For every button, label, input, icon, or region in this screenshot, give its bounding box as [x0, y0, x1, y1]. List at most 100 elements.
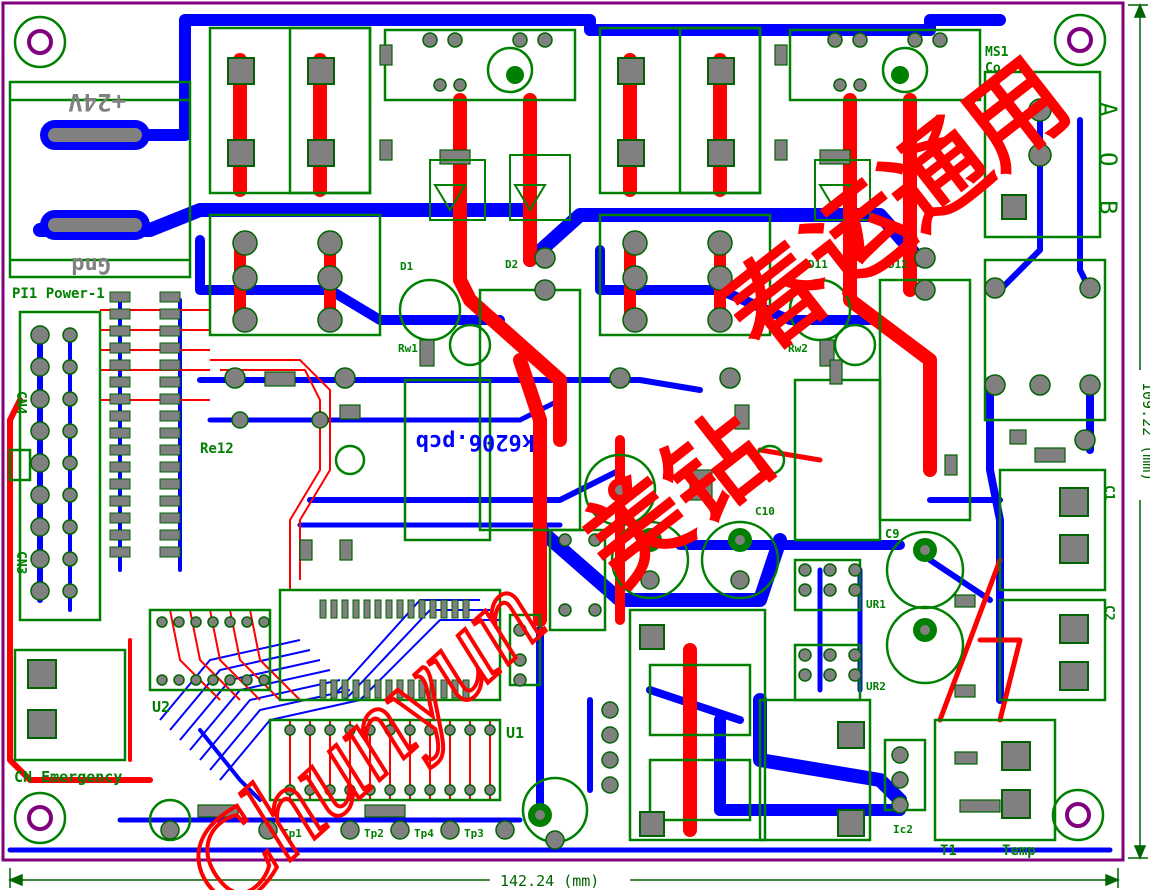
- label-module-a: A: [1094, 102, 1122, 117]
- label-ms1: MS1: [985, 45, 1009, 60]
- ic-pin-pad: [385, 679, 393, 699]
- ic-pin-pad: [224, 674, 236, 686]
- ic-pin-pad: [384, 724, 396, 736]
- ic-pin-pad: [407, 679, 415, 699]
- ic-pin-pad: [374, 599, 382, 619]
- header-pin-pad: [109, 325, 131, 337]
- label-d1: D1: [400, 260, 414, 273]
- connector-pin-pad: [62, 423, 78, 439]
- header-pin-pad: [109, 461, 131, 473]
- header-pin-pad: [159, 291, 181, 303]
- connector-pin-pad: [62, 519, 78, 535]
- ic-pin-pad: [190, 674, 202, 686]
- ic-pin-pad: [304, 724, 316, 736]
- ic-pin-pad: [418, 599, 426, 619]
- ic-pin-pad: [173, 616, 185, 628]
- label-c10: C10: [755, 505, 775, 518]
- header-pin-pad: [109, 427, 131, 439]
- label-rw2: Rw2: [788, 342, 808, 355]
- ic-pin-pad: [319, 599, 327, 619]
- header-pin-pad: [109, 359, 131, 371]
- label-c9: C9: [885, 527, 899, 541]
- relay-pads: [27, 57, 1089, 837]
- ic-pin-pad: [440, 599, 448, 619]
- connector-pin-pad: [62, 583, 78, 599]
- ic-pin-pad: [444, 724, 456, 736]
- ic-pin-pad: [363, 679, 371, 699]
- ic-pin-pad: [344, 724, 356, 736]
- header-pin-pad: [159, 478, 181, 490]
- header-pin-pad: [159, 359, 181, 371]
- ic-pin-pad: [440, 679, 448, 699]
- label-ur1: UR1: [866, 598, 886, 611]
- ic-pin-pad: [284, 784, 296, 796]
- header-pin-pad: [109, 376, 131, 388]
- header-pin-pad: [109, 512, 131, 524]
- header-pin-pad: [159, 546, 181, 558]
- ic-pin-pad: [352, 599, 360, 619]
- ic-pin-pad: [319, 679, 327, 699]
- ic-pin-pad: [364, 784, 376, 796]
- smd-components: [197, 44, 1066, 818]
- label-cn4: CN4: [13, 391, 28, 415]
- ic-pin-pad: [341, 599, 349, 619]
- ic-pin-pad: [241, 674, 253, 686]
- label-module-b: B: [1094, 200, 1122, 214]
- ic-pin-pad: [424, 784, 436, 796]
- silkscreen-layer: [8, 26, 1107, 844]
- label-power-gnd: Gnd: [71, 252, 111, 277]
- header-pin-pad: [159, 308, 181, 320]
- header-pin-pad: [109, 546, 131, 558]
- ic-pin-pad: [407, 599, 415, 619]
- ic-pin-pad: [207, 674, 219, 686]
- mounting-holes: [13, 13, 1107, 845]
- ic-pin-pad: [258, 674, 270, 686]
- ic-pin-pad: [464, 784, 476, 796]
- ic-pin-pad: [424, 724, 436, 736]
- header-pin-pad: [159, 461, 181, 473]
- ic-pin-pad: [324, 784, 336, 796]
- connector-pin-pad: [30, 581, 50, 601]
- ic-pin-pad: [364, 724, 376, 736]
- connector-pin-pad: [30, 517, 50, 537]
- power-terminal-pads: [40, 120, 150, 240]
- label-d11: D11: [808, 258, 828, 271]
- connector-pin-pad: [30, 389, 50, 409]
- connector-pin-pad: [30, 453, 50, 473]
- ic-pin-pad: [429, 679, 437, 699]
- label-tp3: Tp3: [464, 827, 484, 840]
- connector-pin-pad: [30, 357, 50, 377]
- ic-pin-pad: [429, 599, 437, 619]
- header-pin-pad: [109, 410, 131, 422]
- ic-pin-pad: [284, 724, 296, 736]
- header-pin-pad: [109, 478, 131, 490]
- through-hole-pads: [160, 32, 1101, 850]
- ic-pin-pad: [330, 679, 338, 699]
- ic-pin-pad: [190, 616, 202, 628]
- ic-pin-pad: [344, 784, 356, 796]
- ic-pin-pad: [173, 674, 185, 686]
- header-pin-pad: [109, 393, 131, 405]
- header-pin-pad: [109, 495, 131, 507]
- ic-pin-pad: [462, 679, 470, 699]
- ic-pin-pad: [464, 724, 476, 736]
- ic-pin-pad: [207, 616, 219, 628]
- label-t1: T1: [940, 843, 957, 859]
- header-pin-pad: [159, 427, 181, 439]
- connector-pin-pad: [62, 551, 78, 567]
- ic-pin-pad: [484, 784, 496, 796]
- label-u2: U2: [152, 698, 170, 716]
- ic-pin-pad: [384, 784, 396, 796]
- label-re12: Re12: [200, 441, 234, 457]
- label-temp: Temp: [1002, 843, 1036, 859]
- label-ur2: UR2: [866, 680, 886, 693]
- header-pin-pad: [159, 512, 181, 524]
- connector-pin-pad: [30, 485, 50, 505]
- label-d2: D2: [505, 258, 518, 271]
- ic-pin-rows: [156, 599, 496, 796]
- header-pin-pad: [109, 444, 131, 456]
- ic-pin-pad: [352, 679, 360, 699]
- dimension-labels: 142.24 (mm) 109.22 (mm): [500, 382, 1150, 890]
